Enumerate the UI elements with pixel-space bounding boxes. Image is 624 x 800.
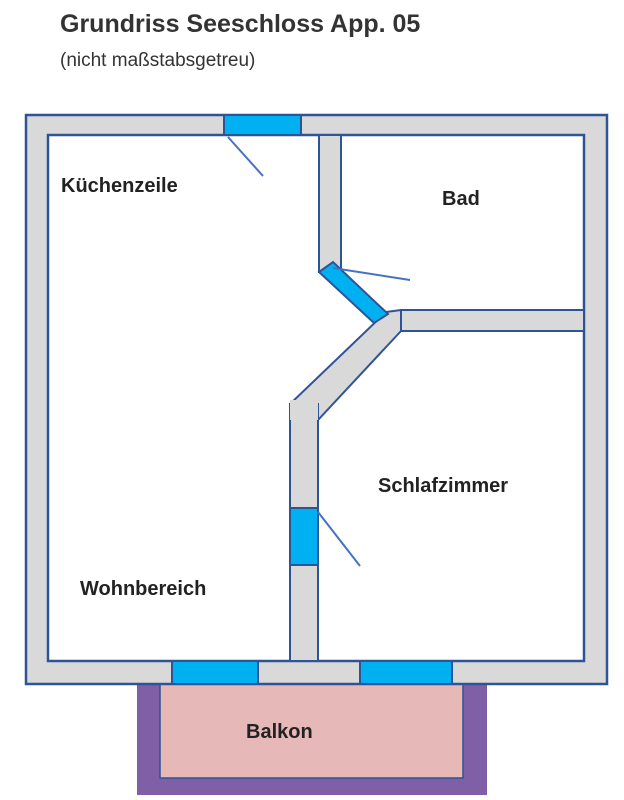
room-label-balcony: Balkon xyxy=(246,721,313,743)
page-title: Grundriss Seeschloss App. 05 xyxy=(60,10,421,38)
page-subtitle: (nicht maßstabsgetreu) xyxy=(60,50,256,71)
swing-kitchen-door xyxy=(227,136,264,177)
balcony-floor xyxy=(159,683,464,779)
room-label-living: Wohnbereich xyxy=(80,578,206,600)
room-label-kitchen: Küchenzeile xyxy=(61,175,178,197)
door-balcony-left xyxy=(171,660,259,685)
door-bedroom xyxy=(289,507,319,566)
door-bath xyxy=(317,260,390,325)
door-balcony-right xyxy=(359,660,453,685)
wall-bath-west xyxy=(318,134,342,273)
window-top xyxy=(223,114,302,136)
outer-walls xyxy=(24,113,609,686)
swing-bedroom-door xyxy=(317,511,361,567)
room-label-bedroom: Schlafzimmer xyxy=(378,475,508,497)
room-label-bath: Bad xyxy=(442,188,480,210)
wall-bath-south xyxy=(400,309,585,332)
swing-bath-door xyxy=(332,267,411,281)
